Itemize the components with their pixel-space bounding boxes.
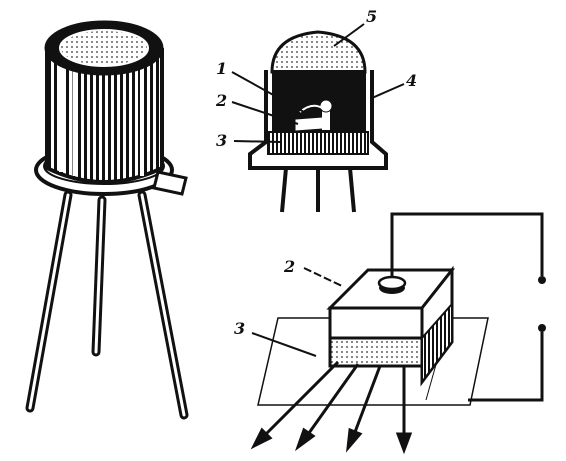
base-plate bbox=[267, 131, 369, 155]
wire-top bbox=[390, 212, 544, 278]
leader-b3 bbox=[251, 332, 317, 357]
terminal-bottom bbox=[538, 324, 546, 332]
block-side-dark bbox=[421, 301, 453, 385]
crystal bbox=[295, 117, 323, 131]
glass-dome bbox=[270, 30, 367, 74]
block-front-upper bbox=[328, 306, 424, 340]
device-exterior bbox=[25, 20, 189, 420]
leader-5 bbox=[333, 23, 365, 47]
wire-bottom bbox=[468, 332, 544, 402]
leader-4 bbox=[371, 83, 405, 99]
lead-right-highlight bbox=[140, 193, 186, 417]
leader-1 bbox=[231, 71, 305, 113]
leader-3 bbox=[233, 140, 281, 143]
arrow-1 bbox=[258, 360, 340, 442]
label-1: 1 bbox=[216, 59, 227, 78]
section-lead-1 bbox=[280, 167, 288, 213]
arrow-1-head bbox=[250, 427, 273, 450]
block-front-lower bbox=[328, 336, 424, 368]
arrow-2 bbox=[302, 363, 360, 441]
label-3: 3 bbox=[216, 131, 227, 150]
label-4: 4 bbox=[406, 71, 417, 90]
terminal-top bbox=[538, 276, 546, 284]
label-b3: 3 bbox=[234, 319, 245, 338]
label-2: 2 bbox=[215, 91, 227, 110]
contact-pad-top bbox=[377, 275, 407, 291]
label-5: 5 bbox=[366, 7, 377, 26]
leader-b2 bbox=[303, 267, 343, 287]
label-b2: 2 bbox=[283, 257, 295, 276]
section-lead-3 bbox=[348, 167, 356, 213]
light-arrows bbox=[250, 360, 413, 455]
post bbox=[322, 104, 330, 130]
lead-left-highlight bbox=[28, 193, 70, 410]
lead-middle-highlight bbox=[94, 198, 104, 354]
post-top bbox=[319, 99, 333, 113]
leader-2 bbox=[231, 101, 299, 125]
flange-tab bbox=[152, 170, 188, 196]
device-cross-section: 1 2 3 4 5 bbox=[215, 7, 417, 213]
arrow-4-head bbox=[395, 432, 413, 455]
arrow-3-head bbox=[345, 427, 363, 453]
arrow-3 bbox=[350, 365, 382, 441]
arrow-2-head bbox=[294, 427, 316, 452]
can-body bbox=[45, 48, 164, 184]
can-top-window bbox=[59, 29, 149, 67]
photodiode-schematic: 2 3 bbox=[234, 212, 546, 455]
